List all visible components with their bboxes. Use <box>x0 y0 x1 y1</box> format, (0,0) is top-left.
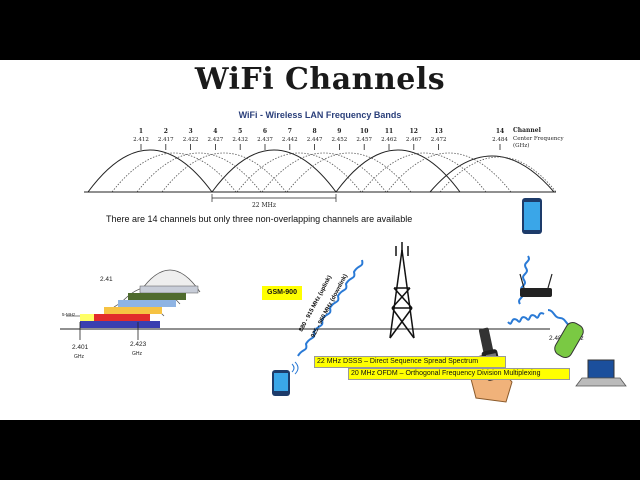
arc-channel-13 <box>429 155 555 193</box>
top-frequency: 2.41 <box>100 276 113 283</box>
width-label: 22 MHz <box>252 202 276 209</box>
second-frequency-unit: GHz <box>132 351 143 357</box>
channel-number-8: 8 <box>313 128 317 135</box>
channel-number-14: 14 <box>496 128 504 135</box>
page-title: WiFi Channels <box>194 62 446 97</box>
dsss-label: 22 MHz DSSS – Direct Sequence Spread Spe… <box>314 356 506 368</box>
gsm-label: GSM-900 <box>262 286 302 300</box>
start-frequency-unit: GHz <box>74 354 85 360</box>
arc-channel-6 <box>211 149 337 193</box>
band-bar-yellow <box>104 307 162 314</box>
channel-labels: 1 2.412 2 2.417 3 2.422 4 2.427 5 2.432 6 2.437 7 2.4… <box>133 128 508 150</box>
channel-frequency-13: 2.472 <box>431 137 447 143</box>
channel-number-9: 9 <box>337 128 341 135</box>
channel-frequency-2: 2.417 <box>158 137 174 143</box>
channel-frequency-8: 2.447 <box>307 137 323 143</box>
arc-channel-1 <box>87 149 213 193</box>
band-bar-blue <box>80 321 160 328</box>
channel-frequency-11: 2.462 <box>381 137 397 143</box>
band-bar-lightblue <box>118 300 176 307</box>
channel-number-6: 6 <box>263 128 267 135</box>
ofdm-label: 20 MHz OFDM – Orthogonal Frequency Divis… <box>348 368 570 380</box>
channel-number-11: 11 <box>385 128 393 135</box>
channel-number-2: 2 <box>164 128 168 135</box>
overlap-arcs <box>111 152 557 193</box>
channel-number-12: 12 <box>410 128 418 135</box>
overlap-note: There are 14 channels but only three non… <box>106 214 413 224</box>
channel-frequency-9: 2.452 <box>332 137 348 143</box>
channel-heading: Channel <box>513 127 542 134</box>
mobile-phone-icon <box>272 361 299 396</box>
channel-frequency-5: 2.432 <box>232 137 248 143</box>
band-chart-title: WiFi - Wireless LAN Frequency Bands <box>238 110 402 120</box>
smartphone-icon <box>522 198 542 234</box>
slide: WiFi Channels WiFi - Wireless LAN Freque… <box>0 60 640 420</box>
cell-tower-icon <box>389 242 415 339</box>
channel-frequency-4: 2.427 <box>208 137 224 143</box>
unit-heading: (GHz) <box>513 142 529 149</box>
band-bar-red <box>94 314 150 321</box>
channel-frequency-7: 2.442 <box>282 137 298 143</box>
channel-frequency-3: 2.422 <box>183 137 199 143</box>
second-frequency: 2.423 <box>130 341 147 348</box>
channel-number-7: 7 <box>288 128 292 135</box>
channel-frequency-6: 2.437 <box>257 137 273 143</box>
channel-frequency-12: 2.467 <box>406 137 422 143</box>
channel-frequency-1: 2.412 <box>133 137 149 143</box>
channel-number-3: 3 <box>189 128 193 135</box>
router-icon <box>519 273 553 297</box>
band-bar-grey <box>139 285 199 294</box>
signal-waves <box>297 255 573 357</box>
band-bar-green <box>128 293 186 300</box>
start-frequency: 2.401 <box>72 344 89 351</box>
center-frequency-heading: Center Frequency <box>513 136 564 142</box>
band-bar-5mhz <box>80 314 94 321</box>
mhz-label: 5-MHz <box>62 312 76 317</box>
channel-number-5: 5 <box>238 128 242 135</box>
arc-channel-11 <box>335 149 461 193</box>
channel-frequency-14: 2.484 <box>492 137 508 143</box>
green-phone-icon <box>554 321 584 359</box>
channel-number-10: 10 <box>360 128 368 135</box>
channel-number-13: 13 <box>434 128 442 135</box>
laptop-icon <box>575 359 627 387</box>
channel-number-1: 1 <box>139 128 143 135</box>
channel-frequency-10: 2.457 <box>356 137 372 143</box>
channel-number-4: 4 <box>213 128 217 135</box>
